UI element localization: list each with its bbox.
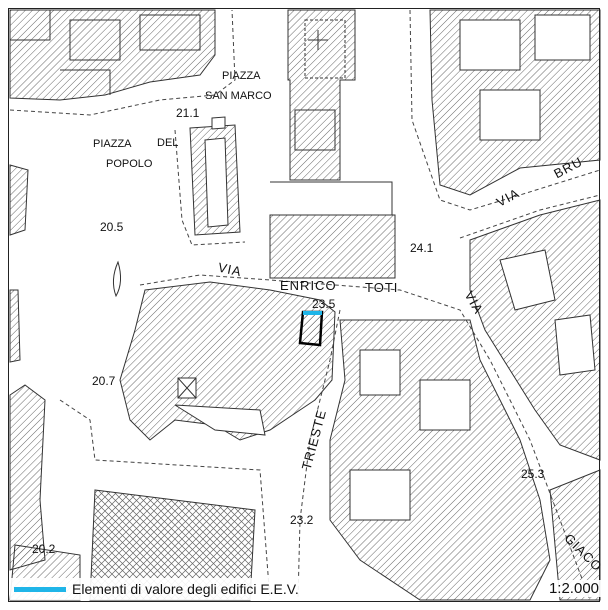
building-block-center-south — [119, 281, 336, 441]
elevation-23-2: 23.2 — [290, 513, 314, 527]
label-piazza-san-marco-1: PIAZZA — [222, 70, 261, 82]
map-scale: 1:2.000 — [545, 580, 602, 597]
elevation-23-5: 23.5 — [312, 297, 336, 311]
fountain-shape — [112, 260, 122, 298]
eev-highlighted-building[interactable] — [298, 310, 324, 347]
building-enrico-toti-north — [269, 214, 396, 279]
boundary-line-popolo — [174, 129, 246, 246]
label-enrico: ENRICO — [280, 278, 337, 293]
building-left-edge — [9, 164, 29, 363]
boundary-line-top-right — [409, 9, 601, 211]
label-piazza-del-popolo-1: PIAZZA — [93, 138, 132, 150]
boundary-line-right — [459, 194, 601, 239]
legend-label: Elementi di valore degli edifici E.E.V. — [72, 581, 299, 597]
elevation-25-3: 25.3 — [521, 467, 545, 481]
elevation-21-1: 21.1 — [176, 106, 200, 120]
kiosk — [211, 116, 226, 130]
building-block-right-middle — [469, 199, 601, 461]
elevation-20-2: 20.2 — [32, 542, 56, 556]
building-south-right — [549, 469, 601, 601]
label-piazza-del-popolo-3: POPOLO — [106, 158, 153, 170]
church-forecourt — [270, 181, 393, 216]
elevation-20-5: 20.5 — [100, 220, 124, 234]
map-legend: Elementi di valore degli edifici E.E.V. — [10, 578, 305, 600]
street-edge-enrico-toti — [139, 274, 591, 601]
legend-swatch — [14, 586, 66, 592]
boundary-line-top-left — [9, 9, 236, 116]
building-piazza-popolo-court — [204, 137, 229, 228]
elevation-24-1: 24.1 — [410, 241, 434, 255]
elevation-20-7: 20.7 — [92, 374, 116, 388]
label-piazza-san-marco-2: SAN MARCO — [205, 90, 272, 102]
street-edge-trieste — [297, 309, 341, 601]
boundary-line-south — [59, 399, 271, 601]
label-toti: TOTI — [365, 280, 399, 295]
building-block-east-trieste — [329, 319, 551, 601]
label-piazza-del-popolo-2: DEL — [157, 137, 179, 149]
building-church — [287, 9, 356, 181]
building-block-top-right — [429, 9, 601, 196]
building-block-top-left — [9, 9, 216, 101]
